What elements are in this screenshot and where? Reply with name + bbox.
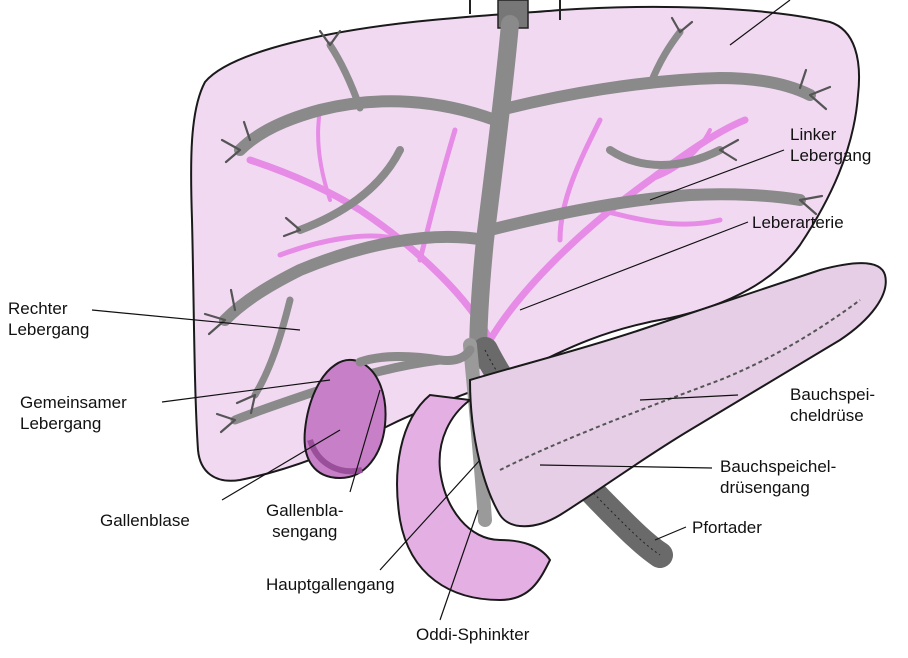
pancreas (468, 262, 887, 528)
duodenum (396, 393, 552, 602)
label-gallenblasengang: Gallenbla- sengang (266, 501, 344, 541)
artery-branches (246, 108, 749, 344)
label-rechter-lebergang: Rechter Lebergang (8, 299, 90, 339)
label-gemeinsamer-lebergang: Gemeinsamer Lebergang (20, 393, 127, 433)
leader-lines (91, 0, 791, 621)
label-hauptgallengang: Hauptgallengang (266, 575, 395, 594)
label-oddi-sphinkter: Oddi-Sphinkter (416, 625, 530, 644)
label-bauchspeicheldruese: Bauchspei- cheldrüse (790, 385, 876, 425)
label-linker-lebergang: Linker Lebergang (790, 125, 872, 165)
duct-branches (219, 15, 816, 425)
label-bauchspeicheldruesengang: Bauchspeichel- drüsengang (720, 457, 837, 497)
duct-twigs (203, 16, 832, 434)
pancreatic-duct (499, 299, 861, 471)
label-leberarterie: Leberarterie (752, 213, 844, 232)
cystic-duct (355, 345, 475, 367)
label-gallenblase: Gallenblase (100, 511, 190, 530)
label-pfortader: Pfortader (692, 518, 762, 537)
